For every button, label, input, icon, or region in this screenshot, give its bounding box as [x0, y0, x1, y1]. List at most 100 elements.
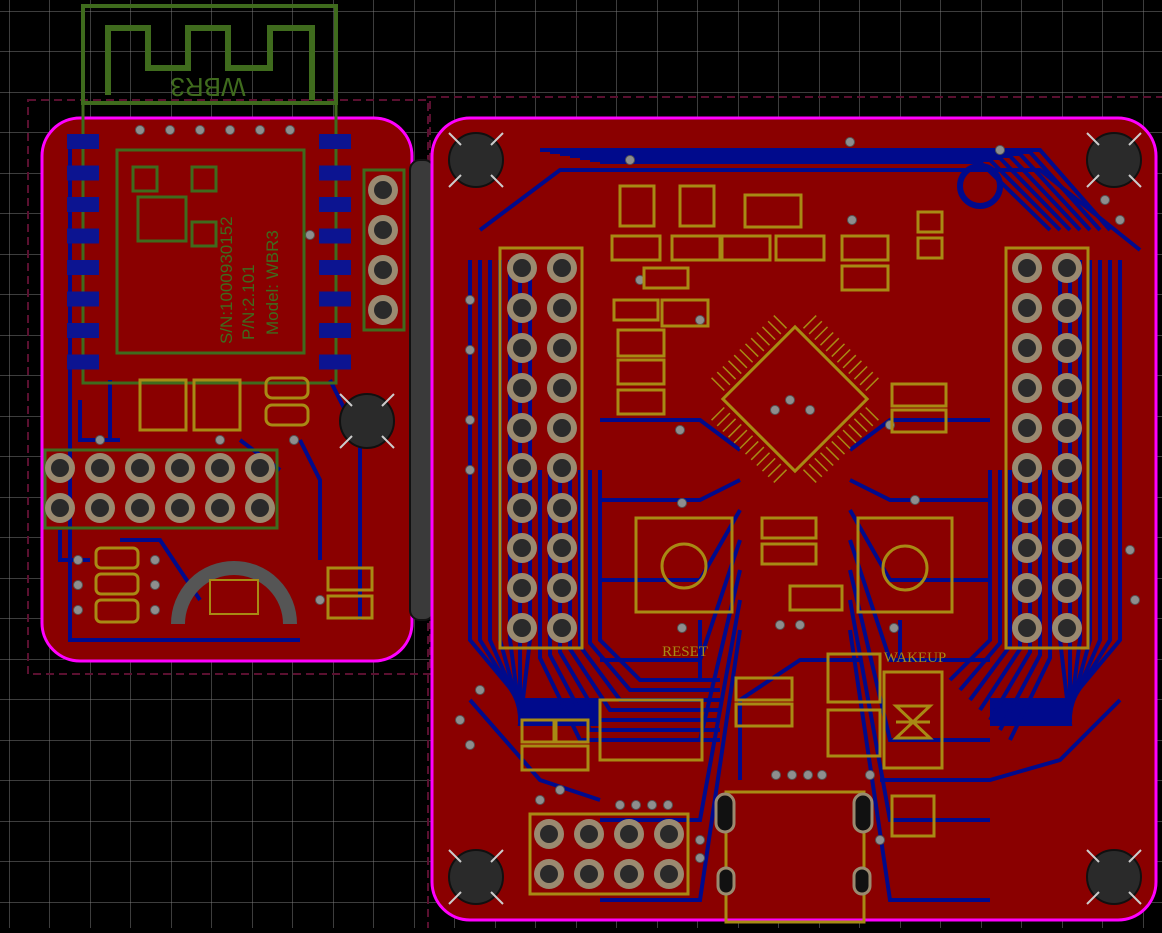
header-pin	[507, 453, 537, 483]
module-pad	[319, 165, 351, 181]
mcu-pin	[744, 440, 759, 455]
header-pin	[614, 819, 644, 849]
diode-icon	[892, 704, 934, 740]
via	[795, 620, 805, 630]
trace	[988, 470, 1032, 722]
left-4pin-header[interactable]	[362, 168, 406, 332]
module-pad	[319, 197, 351, 212]
left-arc-component	[171, 561, 297, 625]
via	[631, 800, 641, 810]
mcu-pin	[802, 315, 817, 329]
via	[865, 770, 875, 780]
header-pin	[507, 413, 537, 443]
right-board-keepout	[427, 96, 1162, 933]
header-pin	[1012, 493, 1042, 523]
left-arc-center-chip	[209, 579, 259, 615]
wifi-module[interactable]: WBR3 Model: WBR3 P/N:2.101 S/N:100093015…	[67, 4, 351, 385]
via	[465, 345, 475, 355]
via	[695, 853, 705, 863]
via	[150, 605, 160, 615]
trace	[478, 168, 1142, 252]
mcu-pin	[711, 377, 725, 392]
header-pin	[125, 493, 155, 523]
header-pin	[1012, 333, 1042, 363]
mcu-pin	[848, 423, 862, 438]
header-pin	[547, 293, 577, 323]
header-pin	[507, 493, 537, 523]
header-pin	[1052, 613, 1082, 643]
header-pin	[507, 333, 537, 363]
bottom-2x4-header-outline	[528, 812, 690, 896]
header-pin	[368, 295, 398, 325]
via	[995, 145, 1005, 155]
trace	[990, 260, 1102, 710]
trace	[478, 260, 600, 706]
mcu-pin	[733, 429, 748, 444]
mcu-pin	[802, 469, 817, 483]
via	[663, 800, 673, 810]
header-pin	[547, 533, 577, 563]
header-pin	[507, 293, 537, 323]
via	[215, 435, 225, 445]
trace	[848, 539, 990, 662]
via	[555, 785, 565, 795]
module-pad	[319, 134, 351, 149]
left-resistor-2	[264, 403, 310, 427]
header-pin	[547, 413, 577, 443]
mcu-pin	[814, 326, 829, 341]
mounting-hole-icon	[1086, 849, 1142, 905]
left-board[interactable]: WBR3 Model: WBR3 P/N:2.101 S/N:100093015…	[40, 4, 414, 663]
qr-code-icon	[131, 165, 218, 248]
wakeup-button[interactable]: WAKEUP	[856, 516, 954, 666]
mcu-pin	[711, 406, 725, 421]
header-pin	[1012, 413, 1042, 443]
header-pin	[1052, 573, 1082, 603]
header-pin	[1012, 293, 1042, 323]
via	[875, 835, 885, 845]
trace	[849, 478, 990, 502]
left-2x10-header[interactable]	[507, 253, 577, 643]
via	[845, 137, 855, 147]
via	[305, 230, 315, 240]
trace	[600, 478, 741, 502]
via	[1130, 595, 1140, 605]
bottom-2x4-header[interactable]	[534, 819, 684, 889]
via	[465, 295, 475, 305]
trace	[508, 260, 600, 718]
via	[770, 405, 780, 415]
module-antenna-label: WBR3	[170, 72, 245, 102]
header-pin	[1052, 253, 1082, 283]
via	[817, 770, 827, 780]
left-2x10-header-outline	[498, 246, 584, 650]
header-pin	[574, 819, 604, 849]
via	[73, 555, 83, 565]
trace	[848, 569, 990, 742]
left-board-vias	[73, 125, 325, 615]
fiducial-icon	[957, 163, 1003, 209]
via	[150, 580, 160, 590]
trace	[958, 470, 1002, 692]
mcu-pin	[761, 326, 776, 341]
via	[1115, 215, 1125, 225]
via	[889, 623, 899, 633]
right-2x10-header[interactable]	[1012, 253, 1082, 643]
mcu-pin	[716, 412, 731, 427]
mcu-pin	[773, 469, 788, 483]
mcu-chip-icon[interactable]	[711, 315, 879, 483]
trace	[848, 629, 990, 902]
via	[289, 435, 299, 445]
reset-button[interactable]: RESET	[634, 516, 734, 660]
wakeup-label: WAKEUP	[884, 650, 947, 666]
usb-connector-icon[interactable]	[714, 790, 874, 924]
header-pin	[45, 493, 75, 523]
header-pin	[507, 573, 537, 603]
left-2x6-header[interactable]	[45, 453, 275, 523]
right-board[interactable]: RESET WAKEUP	[430, 116, 1158, 924]
header-pin	[1012, 373, 1042, 403]
left-smd-cluster	[94, 546, 374, 624]
header-pin	[1012, 613, 1042, 643]
mounting-hole-icon	[448, 849, 504, 905]
module-pad	[67, 323, 99, 338]
header-pin	[534, 859, 564, 889]
